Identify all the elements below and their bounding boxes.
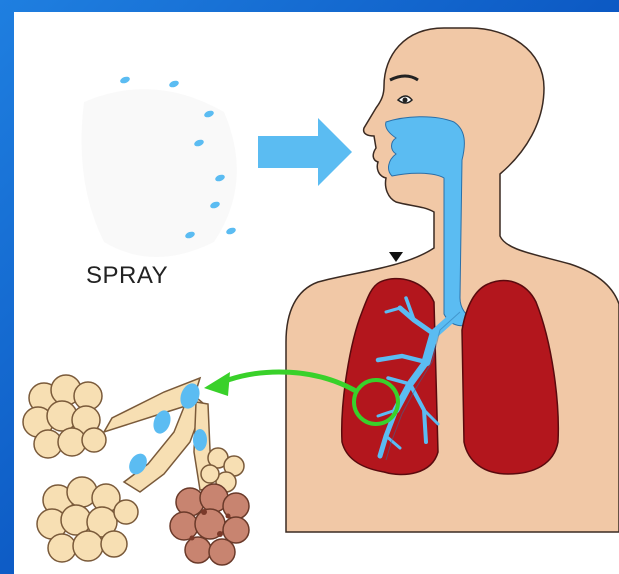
spray-droplet-icon [193, 429, 207, 451]
spray-droplet-icon [168, 79, 179, 88]
slide-canvas: SPRAY [14, 12, 619, 574]
spray-label: SPRAY [86, 262, 168, 290]
airflow-arrow-icon [258, 118, 352, 186]
respiratory-diagram [14, 12, 619, 574]
zoom-arrow-head [204, 372, 230, 396]
alveoli-illustration [23, 375, 249, 565]
alveolar-cluster-healthy [37, 477, 138, 562]
pupil [403, 98, 408, 103]
pointer-marker [389, 252, 403, 262]
spray-droplet-icon [225, 226, 236, 235]
alveolar-cluster-healthy [23, 375, 106, 458]
alveolar-cluster-diseased [170, 484, 249, 565]
spray-droplet-icon [119, 75, 130, 84]
spray-cloud [82, 89, 237, 257]
